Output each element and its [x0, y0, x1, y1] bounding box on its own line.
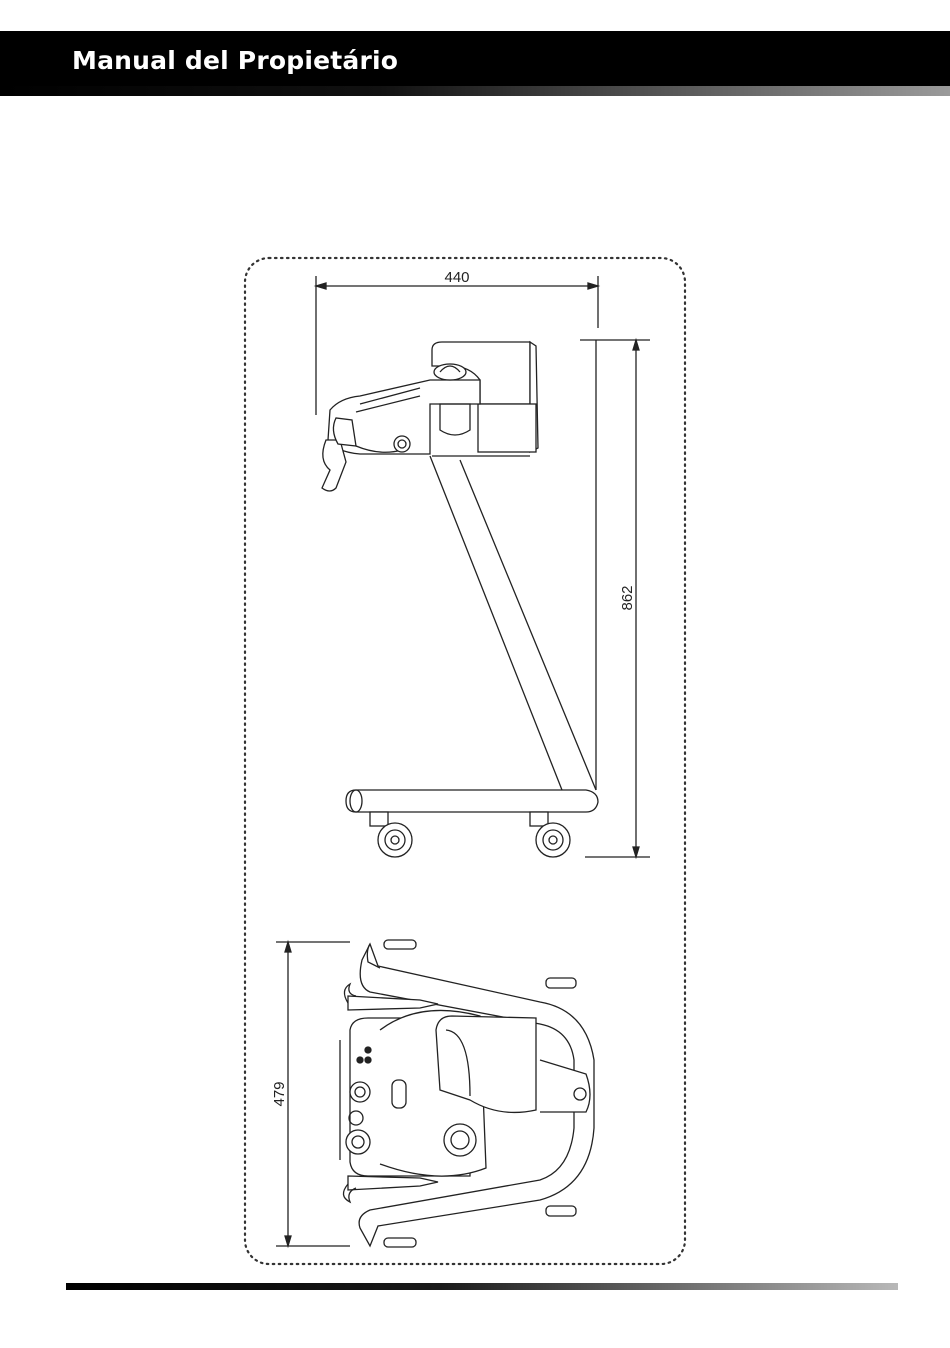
depth-dimension-label: 479	[271, 1081, 288, 1106]
top-view	[276, 940, 594, 1247]
width-dimension-label: 440	[444, 269, 469, 286]
footer-gradient-bar	[66, 1283, 898, 1290]
height-dimension-label: 862	[619, 585, 636, 610]
side-view	[316, 276, 650, 857]
